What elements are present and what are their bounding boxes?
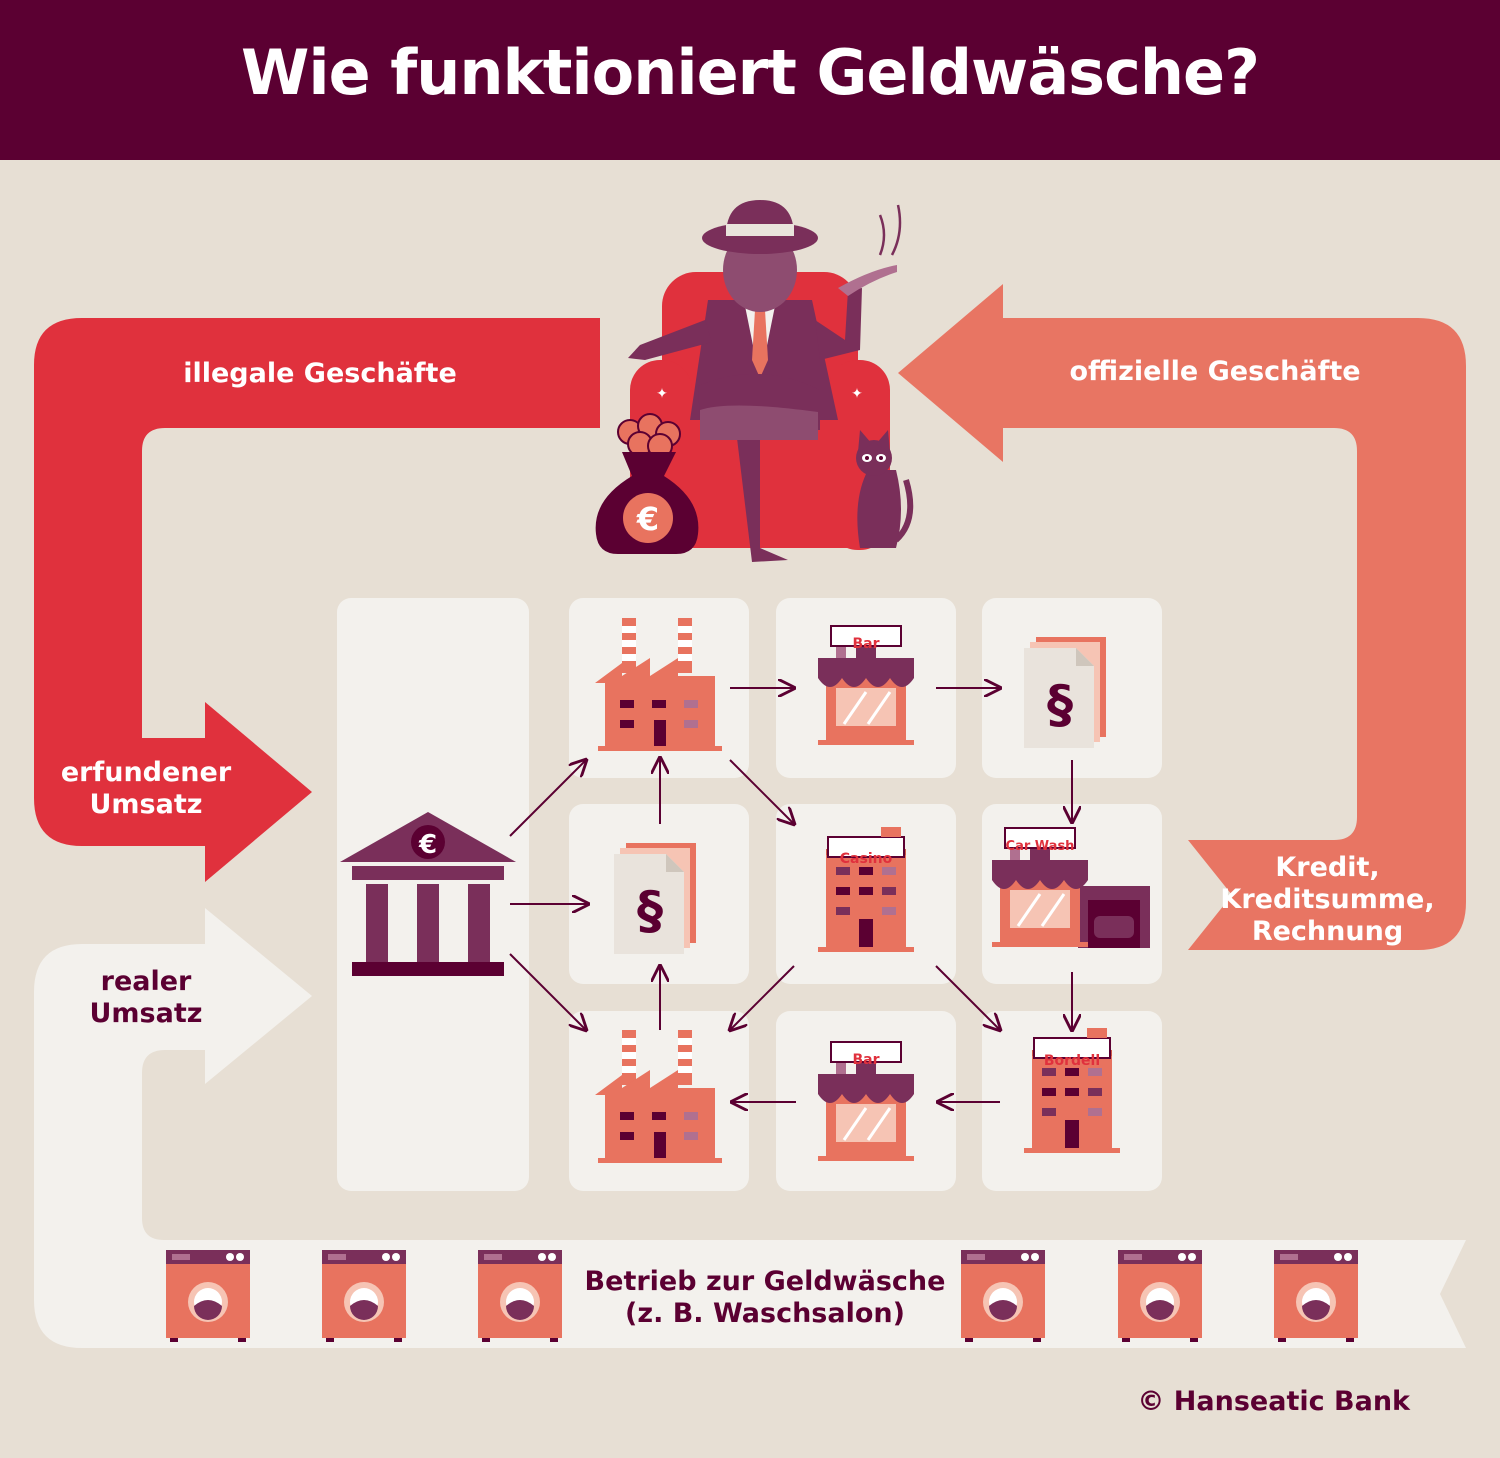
- svg-text:Bar: Bar: [852, 1052, 879, 1068]
- illegal-flow-arrow: [34, 318, 600, 882]
- label-kredit: Kredit, Kreditsumme, Rechnung: [1220, 852, 1435, 948]
- svg-text:Car Wash: Car Wash: [1006, 839, 1075, 854]
- label-line: Umsatz: [89, 789, 203, 820]
- label-erfundener-umsatz: erfundener Umsatz: [36, 757, 256, 821]
- document-middle-icon: §: [614, 843, 696, 954]
- money-bag-illustration: €: [595, 413, 699, 554]
- svg-text:€: €: [636, 500, 659, 538]
- carwash-icon: Car Wash: [990, 826, 1150, 949]
- bar-top-icon: Bar: [816, 624, 916, 747]
- bar-bottom-icon: Bar: [816, 1040, 916, 1163]
- document-top-icon: §: [1024, 637, 1106, 748]
- label-line: Umsatz: [89, 998, 203, 1029]
- label-realer-umsatz: realer Umsatz: [36, 966, 256, 1030]
- label-line: Kredit,: [1275, 852, 1380, 883]
- cat-illustration: [856, 430, 914, 548]
- label-line: realer: [100, 966, 192, 997]
- label-offizielle-geschaefte: offizielle Geschäfte: [1069, 356, 1361, 387]
- bank-icon: €: [340, 812, 516, 976]
- label-line: Rechnung: [1251, 916, 1404, 947]
- header-bar: [0, 0, 1500, 160]
- copyright-notice: © Hanseatic Bank: [1137, 1386, 1410, 1417]
- label-line: (z. B. Waschsalon): [625, 1298, 905, 1329]
- label-line: Kreditsumme,: [1220, 884, 1435, 915]
- svg-text:Bordell: Bordell: [1044, 1053, 1100, 1069]
- bordell-icon: Bordell: [1023, 1027, 1121, 1154]
- svg-text:✦: ✦: [656, 386, 668, 402]
- label-line: erfundener: [60, 757, 232, 788]
- svg-text:Bar: Bar: [852, 636, 879, 652]
- page-title: Wie funktioniert Geldwäsche?: [241, 36, 1260, 109]
- svg-text:§: §: [1047, 675, 1073, 735]
- label-illegale-geschaefte: illegale Geschäfte: [183, 358, 457, 389]
- flow-arrows: [509, 688, 1072, 1102]
- official-flow-arrow: [898, 284, 1466, 950]
- svg-text:✦: ✦: [851, 386, 863, 402]
- label-line: Betrieb zur Geldwäsche: [584, 1266, 946, 1297]
- svg-text:Casino: Casino: [840, 851, 893, 867]
- svg-text:§: §: [637, 881, 663, 941]
- svg-text:€: €: [418, 830, 437, 860]
- casino-icon: Casino: [817, 826, 915, 953]
- label-betrieb-geldwaesche: Betrieb zur Geldwäsche (z. B. Waschsalon…: [560, 1266, 970, 1330]
- gangster-illustration: [628, 200, 902, 562]
